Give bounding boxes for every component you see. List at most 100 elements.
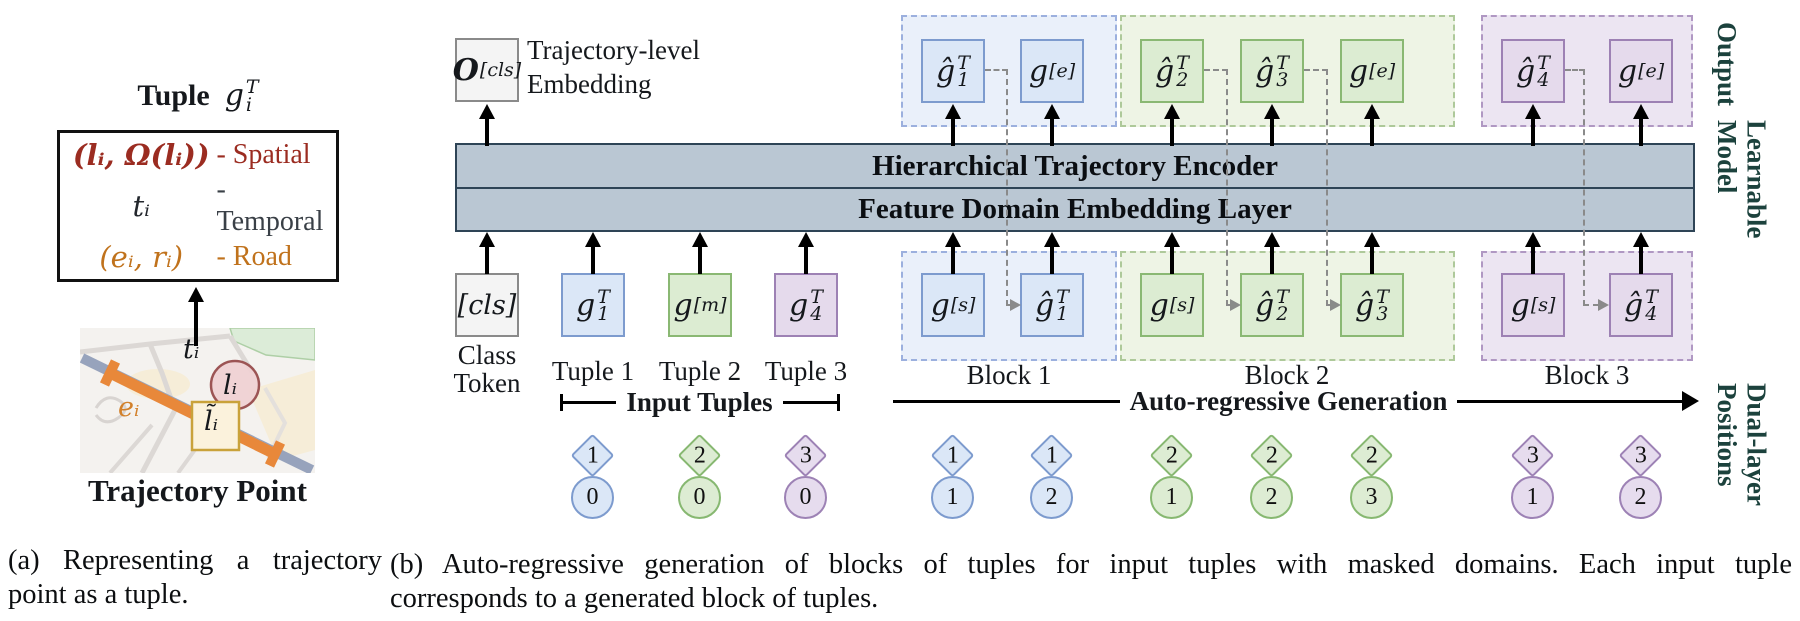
tuple-3-label: Tuple 3 <box>764 356 848 386</box>
caption-a-line2: point as a tuple. <box>8 578 189 610</box>
block-1-label: Block 1 <box>966 360 1052 390</box>
feedback-arrowhead <box>1598 299 1609 311</box>
hierarchical-trajectory-encoder-bar: Hierarchical Trajectory Encoder <box>455 143 1695 189</box>
encoder-bar-label: Hierarchical Trajectory Encoder <box>872 149 1278 182</box>
map-label-e: eᵢ <box>118 392 140 423</box>
autoregressive-label: Auto-regressive Generation <box>1119 386 1458 417</box>
input-token-gm: g[m] <box>668 273 732 337</box>
position-diamond: 2 <box>1349 433 1394 478</box>
input-token-gs-1: g[s] <box>921 273 985 337</box>
tuple-row-spatial: (lᵢ, Ω(lᵢ)) - Spatial <box>66 138 330 172</box>
position-diamond: 2 <box>1249 433 1294 478</box>
caption-a-line1: (a) Representing a trajectory <box>8 545 382 576</box>
position-circle: 2 <box>1030 476 1073 519</box>
position-diamond: 3 <box>1510 433 1555 478</box>
feedback-line <box>1583 69 1585 306</box>
position-circle: 1 <box>931 476 974 519</box>
input-token-gs-3: g[s] <box>1501 273 1565 337</box>
caption-a: (a) Representing a trajectory point as a… <box>8 544 382 611</box>
position-circle: 0 <box>784 476 827 519</box>
autoregressive-arrowhead <box>1682 391 1699 411</box>
side-label-dual-layer-positions: Dual-layer Positions <box>1712 383 1772 506</box>
map-road <box>108 423 154 475</box>
block-3-label: Block 3 <box>1544 360 1630 390</box>
feature-domain-embedding-bar: Feature Domain Embedding Layer <box>455 187 1695 232</box>
position-diamond: 2 <box>1149 433 1194 478</box>
caption-b-line2: corresponds to a generated block of tupl… <box>390 582 879 614</box>
position-diamond: 2 <box>677 433 722 478</box>
position-diamond: 1 <box>1029 433 1074 478</box>
tuple-1-label: Tuple 1 <box>551 356 635 386</box>
output-token-ge-1: g[e] <box>1020 39 1084 103</box>
road-math: (eᵢ, rᵢ) <box>99 240 184 274</box>
feedback-line <box>985 69 1008 71</box>
spatial-math: (lᵢ, Ω(lᵢ)) <box>72 138 210 172</box>
feedback-arrowhead <box>1230 299 1241 311</box>
matched-point-square <box>190 400 241 452</box>
autoregressive-label-wrap: Auto-regressive Generation <box>893 386 1684 417</box>
caption-b-line1: (b) Auto-regressive generation of blocks… <box>390 549 1792 580</box>
map-road <box>139 343 178 475</box>
position-diamond: 3 <box>783 433 828 478</box>
tuple-word: Tuple <box>137 79 210 112</box>
feedback-line <box>1304 69 1328 71</box>
embedding-bar-label: Feature Domain Embedding Layer <box>858 193 1292 225</box>
spatial-label: - Spatial <box>216 139 311 170</box>
temporal-math: tᵢ <box>132 189 150 223</box>
output-label-line1: Trajectory-level <box>527 35 700 65</box>
class-token-label: Class Token <box>453 340 521 399</box>
feedback-line <box>1204 69 1228 71</box>
output-token-ge-2: g[e] <box>1340 39 1404 103</box>
position-circle: 2 <box>1250 476 1293 519</box>
trajectory-embedding-token: O[cls] <box>453 38 521 102</box>
position-circle: 1 <box>1150 476 1193 519</box>
tuple-row-temporal: tᵢ - Temporal <box>66 174 330 238</box>
feedback-line <box>1006 69 1008 306</box>
position-circle: 0 <box>571 476 614 519</box>
position-circle: 2 <box>1619 476 1662 519</box>
map-road-loop <box>94 396 127 424</box>
feedback-line <box>1565 69 1585 71</box>
input-tuples-label-wrap: Input Tuples <box>560 387 839 418</box>
side-label-output: Output <box>1712 22 1743 107</box>
input-token-gs-2: g[s] <box>1140 273 1204 337</box>
position-circle: 0 <box>678 476 721 519</box>
class-token-box: [cls] <box>455 273 519 337</box>
feedback-line <box>1583 304 1599 306</box>
trajectory-point-caption: Trajectory Point <box>88 473 307 508</box>
map-label-l-matched: l̃ᵢ <box>204 406 219 437</box>
trajectory-level-embedding-label: Trajectory-level Embedding <box>527 33 777 101</box>
feedback-arrowhead <box>1010 299 1021 311</box>
feedback-arrowhead <box>1330 299 1341 311</box>
position-circle: 1 <box>1511 476 1554 519</box>
tuple-2-label: Tuple 2 <box>658 356 742 386</box>
position-diamond: 3 <box>1618 433 1663 478</box>
road-segment-cap-start <box>99 359 121 387</box>
road-segment-cap-end <box>264 440 286 468</box>
tuple-row-road: (eᵢ, rᵢ) - Road <box>66 240 330 274</box>
output-token-ge-3: g[e] <box>1609 39 1673 103</box>
position-diamond: 1 <box>570 433 615 478</box>
side-label-learnable-model: Learnable Model <box>1712 120 1772 239</box>
road-label: - Road <box>216 241 292 272</box>
temporal-label: - Temporal <box>216 174 324 237</box>
output-label-line2: Embedding <box>527 69 652 100</box>
map-image <box>79 327 316 475</box>
caption-b: (b) Auto-regressive generation of blocks… <box>390 548 1792 615</box>
map-label-t: tᵢ <box>183 334 200 365</box>
input-tuples-label: Input Tuples <box>616 387 783 418</box>
block-2-label: Block 2 <box>1244 360 1330 390</box>
